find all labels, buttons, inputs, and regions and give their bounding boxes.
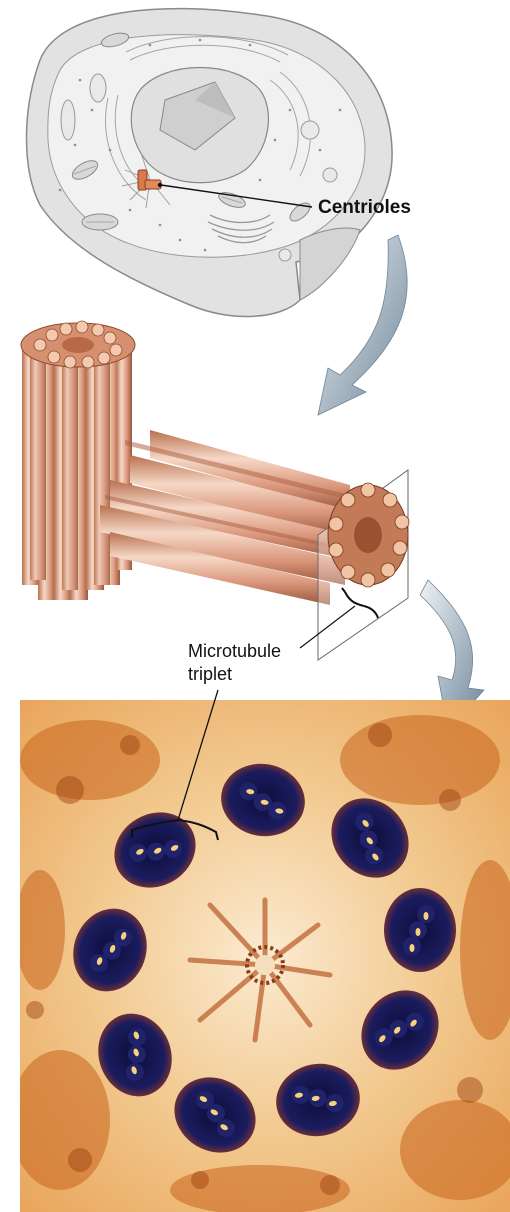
microtubule-triplet-label-line1: Microtubule (188, 640, 281, 663)
microtubule-triplet-label: Microtubule triplet (188, 640, 281, 686)
microtubule-triplet-label-line2: triplet (188, 663, 281, 686)
electron-micrograph (10, 700, 510, 1212)
cell-illustration (27, 9, 393, 317)
centrioles-label: Centrioles (318, 197, 411, 219)
